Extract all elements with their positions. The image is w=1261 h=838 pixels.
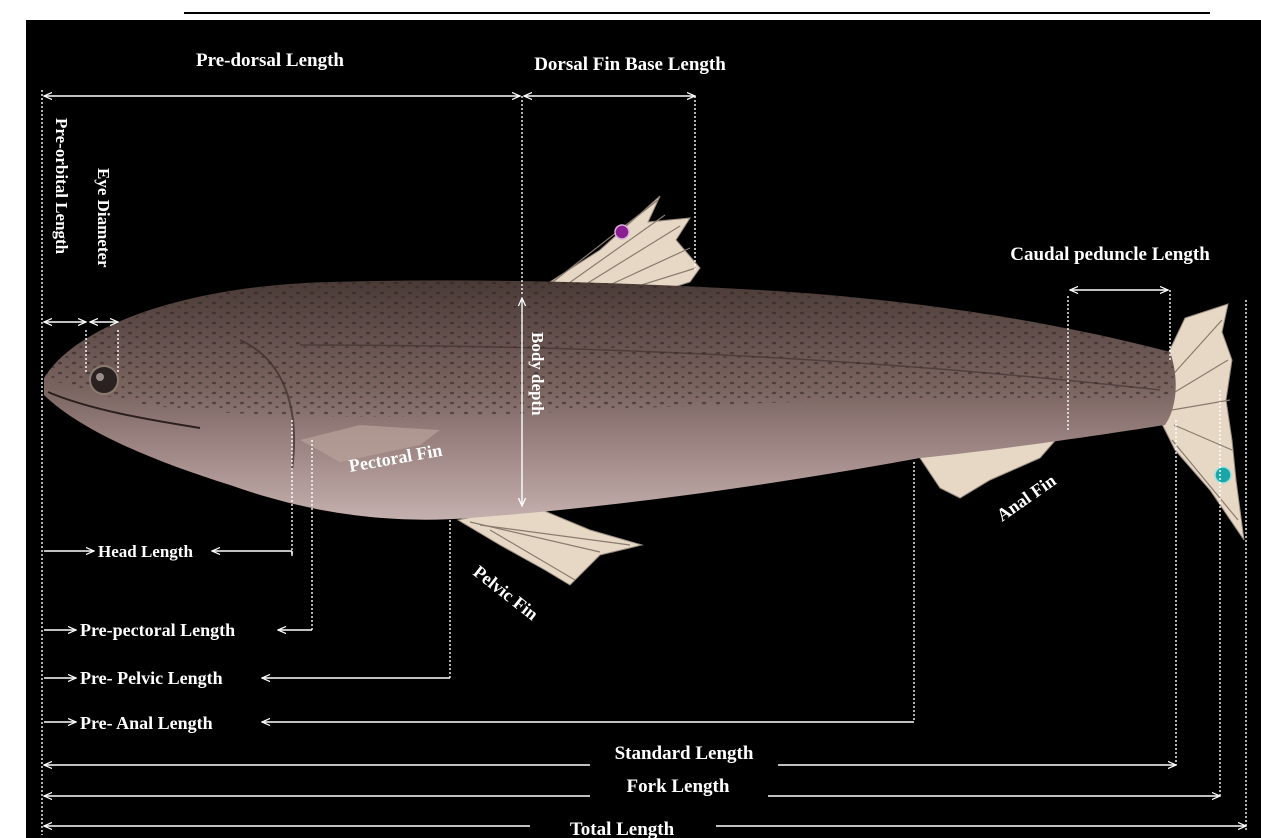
fish-scales-texture: [44, 280, 1174, 416]
label-pre-orbital-length: Pre-orbital Length: [52, 118, 71, 255]
label-pelvic-fin: Pelvic Fin: [470, 561, 543, 624]
label-pre-pelvic-length: Pre- Pelvic Length: [80, 668, 223, 688]
eye-highlight: [96, 373, 104, 381]
label-standard-length: Standard Length: [615, 743, 754, 764]
label-caudal-peduncle-length: Caudal peduncle Length: [1010, 244, 1210, 265]
label-anal-fin: Anal Fin: [993, 470, 1060, 525]
label-total-length: Total Length: [570, 819, 675, 838]
label-dorsal-fin-base-length: Dorsal Fin Base Length: [534, 54, 726, 75]
purple-pin: [615, 225, 629, 239]
label-body-depth: Body depth: [528, 332, 547, 416]
label-pre-anal-length: Pre- Anal Length: [80, 713, 213, 733]
label-eye-diameter: Eye Diameter: [94, 168, 113, 268]
label-pre-dorsal-length: Pre-dorsal Length: [196, 50, 344, 71]
label-pre-pectoral-length: Pre-pectoral Length: [80, 620, 235, 640]
label-fork-length: Fork Length: [627, 776, 730, 797]
caudal-fin: [1160, 304, 1244, 540]
label-head-length: Head Length: [98, 542, 193, 561]
eye: [90, 366, 118, 394]
teal-pin: [1215, 467, 1231, 483]
